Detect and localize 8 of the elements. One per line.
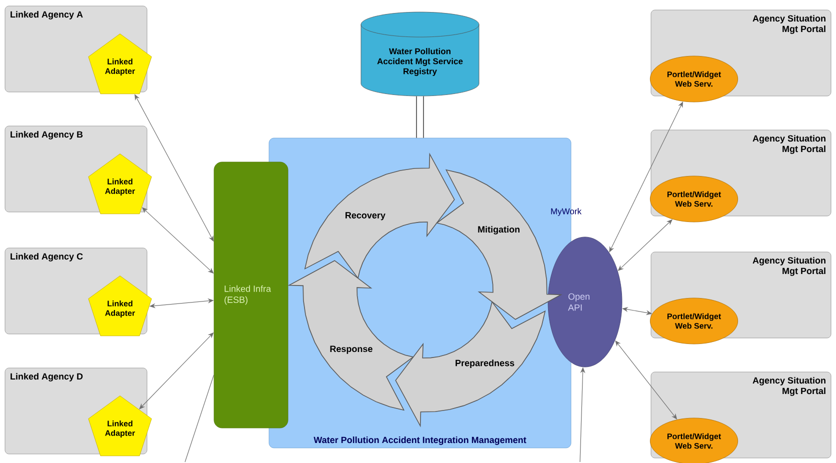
registry-cylinder: Water Pollution Accident Mgt Service Registry: [360, 12, 480, 96]
adapter-pentagon: Linked Adapter: [88, 276, 152, 336]
adapter-pentagon: Linked Adapter: [88, 396, 152, 456]
pipe-connector: [416, 96, 424, 138]
adapter-pentagon: Linked Adapter: [88, 154, 152, 214]
connector-line: [184, 374, 214, 462]
esb-bar: Linked Infra (ESB): [214, 162, 288, 428]
adapter-pentagon: Linked Adapter: [88, 34, 152, 94]
